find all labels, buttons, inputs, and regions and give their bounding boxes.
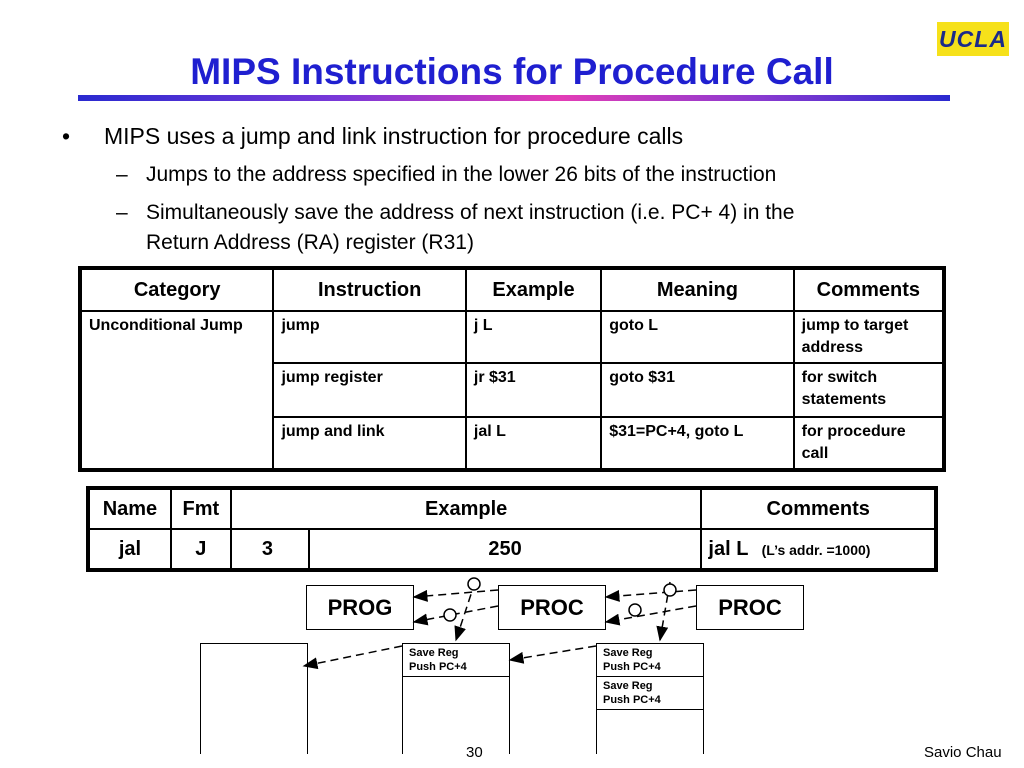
category-cell: Unconditional Jump: [79, 310, 275, 470]
meaning-cell: goto L: [600, 310, 795, 364]
format-row: jal J 3 250 jal L (L’s addr. =1000): [88, 528, 936, 570]
format-fmt-cell: J: [169, 528, 232, 570]
format-op-cell: 3: [229, 528, 310, 570]
example-cell: jr $31: [464, 362, 603, 418]
stack-entry: Save Reg Push PC+4: [597, 644, 703, 677]
sub-dash-2: –: [116, 201, 128, 224]
control-point-circle: [443, 608, 457, 622]
slide-title: MIPS Instructions for Procedure Call: [190, 51, 834, 92]
format-addr-cell: 250: [307, 528, 703, 570]
instruction-cell: jump register: [272, 362, 467, 418]
jal-format-table: Name Fmt Example Comments jal J 3 250 ja…: [86, 486, 938, 572]
header-example: Example: [464, 268, 603, 312]
control-point-circle: [467, 577, 481, 591]
format-header-comments: Comments: [700, 488, 936, 530]
comments-cell: for switch statements: [792, 362, 945, 418]
sub-dash-1: –: [116, 163, 128, 186]
push-arrow-1: [454, 581, 476, 642]
stack-entry-line1: Save Reg: [409, 647, 459, 659]
proc-box-1: PROC: [498, 585, 606, 630]
push-arrow-2: [656, 581, 671, 642]
ucla-logo: UCLA: [937, 22, 1009, 56]
stack-entry: Save Reg Push PC+4: [597, 677, 703, 710]
stack-entry-line1: Save Reg: [603, 647, 653, 659]
jump-instruction-table: Category Instruction Example Meaning Com…: [78, 266, 946, 472]
prog-stack-frame: [200, 643, 308, 754]
format-comment-note: (L’s addr. =1000): [761, 541, 871, 558]
format-header-example: Example: [229, 488, 703, 530]
bullet-text: MIPS uses a jump and link instruction fo…: [104, 123, 684, 149]
stack-entry-line2: Push PC+4: [603, 694, 661, 706]
meaning-cell: goto $31: [600, 362, 795, 418]
comments-cell: for procedure call: [792, 416, 945, 470]
table-row: Unconditional Jump jump j L goto L jump …: [79, 310, 945, 470]
control-point-circle: [663, 583, 677, 597]
prog-box: PROG: [306, 585, 414, 630]
format-header-row: Name Fmt Example Comments: [88, 488, 936, 530]
title-divider: [78, 95, 950, 101]
format-header-fmt: Fmt: [169, 488, 232, 530]
header-meaning: Meaning: [600, 268, 795, 312]
format-comment-main: jal L: [708, 537, 749, 560]
format-comment-cell: jal L (L’s addr. =1000): [700, 528, 936, 570]
table-header-row: Category Instruction Example Meaning Com…: [79, 268, 945, 312]
example-cell: jal L: [464, 416, 603, 470]
instruction-cell: jump: [272, 310, 467, 364]
header-comments: Comments: [792, 268, 945, 312]
call-arrow-proc-to-proc: [604, 589, 697, 602]
proc-stack-frame-2: Save Reg Push PC+4 Save Reg Push PC+4: [596, 643, 704, 754]
proc-stack-frame-1: Save Reg Push PC+4: [402, 643, 510, 754]
page-number: 30: [466, 744, 483, 761]
table-row: jump and link jal L $31=PC+4, goto L for…: [81, 416, 945, 470]
bullet-marker: •: [62, 123, 71, 149]
sub-bullet-1: Jumps to the address specified in the lo…: [146, 163, 777, 186]
meaning-cell: $31=PC+4, goto L: [600, 416, 795, 470]
stack-link-arrow-1: [302, 645, 403, 670]
header-category: Category: [79, 268, 275, 312]
return-arrow-proc-to-proc: [604, 605, 697, 626]
table-row: jump register jr $31 goto $31 for switch…: [81, 362, 945, 418]
example-cell: j L: [464, 310, 603, 364]
control-point-circle: [628, 603, 642, 617]
sub-bullet-2-line1: Simultaneously save the address of next …: [146, 201, 795, 224]
format-name-cell: jal: [88, 528, 172, 570]
stack-entry-line1: Save Reg: [603, 680, 653, 692]
header-instruction: Instruction: [272, 268, 467, 312]
proc-box-2: PROC: [696, 585, 804, 630]
stack-entry-line2: Push PC+4: [409, 661, 467, 673]
author-name: Savio Chau: [924, 744, 1002, 761]
format-header-name: Name: [88, 488, 172, 530]
stack-entry: Save Reg Push PC+4: [403, 644, 509, 677]
instruction-cell: jump and link: [272, 416, 467, 470]
stack-entry-line2: Push PC+4: [603, 661, 661, 673]
stack-link-arrow-2: [508, 645, 597, 664]
call-arrow-prog-to-proc: [412, 589, 499, 602]
sub-bullet-2-line2: Return Address (RA) register (R31): [146, 231, 474, 254]
comments-cell: jump to target address: [792, 310, 945, 364]
